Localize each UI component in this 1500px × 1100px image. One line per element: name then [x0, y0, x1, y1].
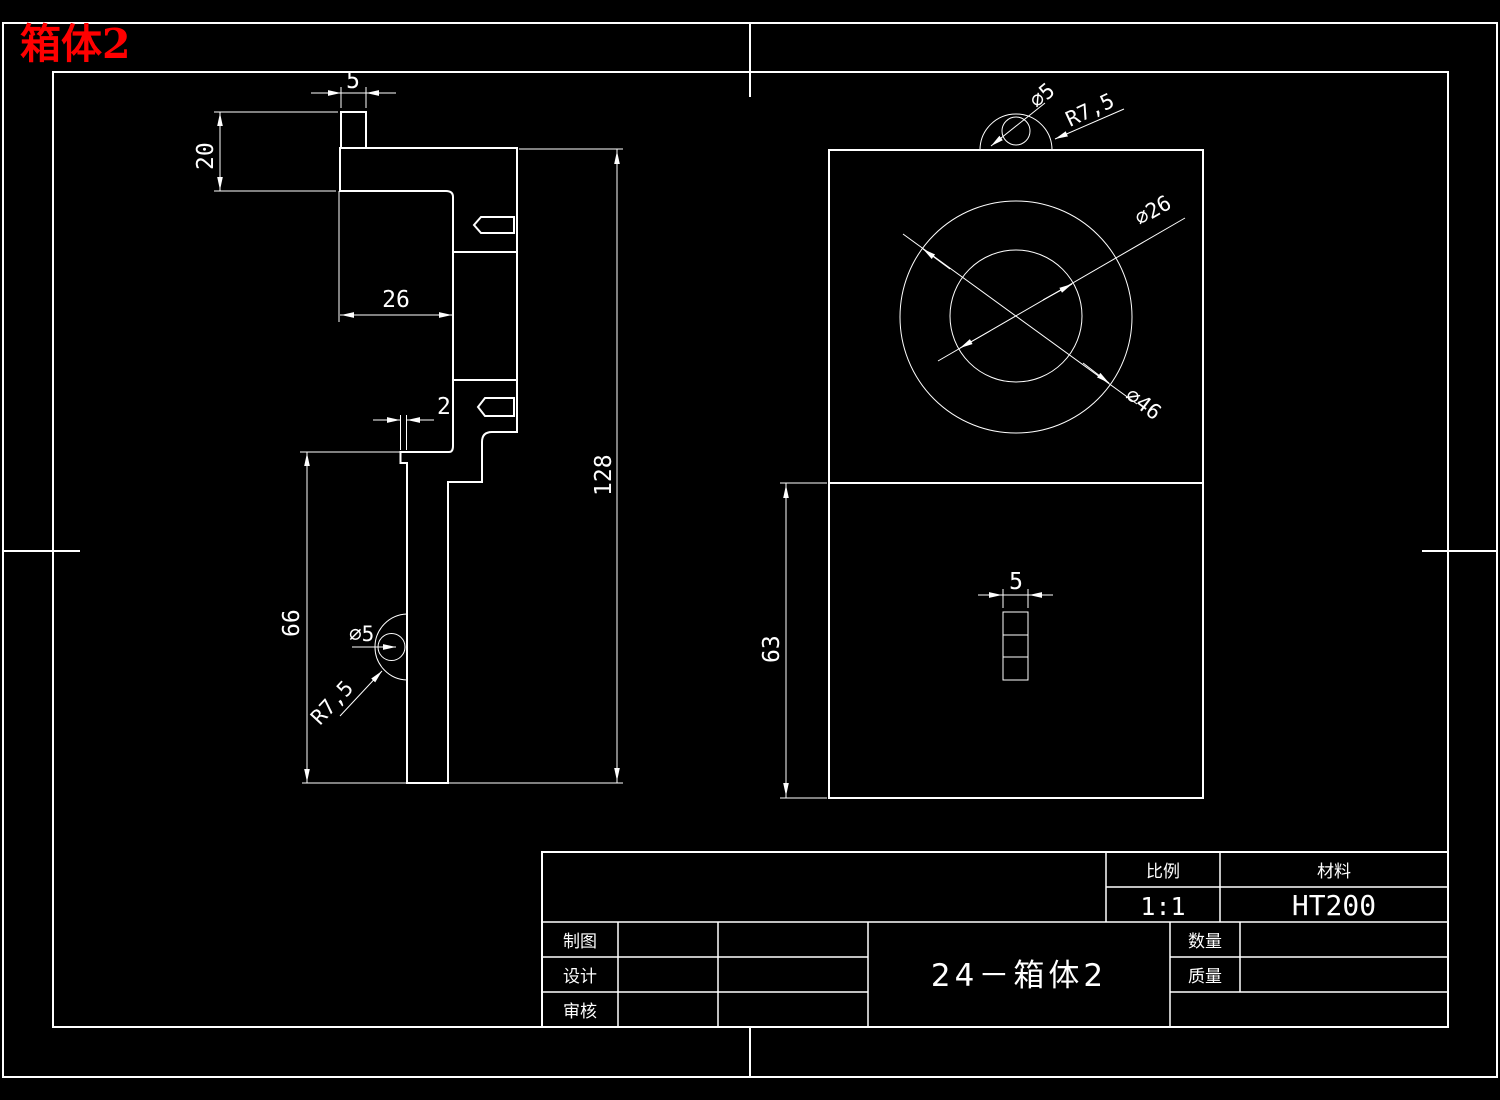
- part-name: 24－箱体2: [931, 958, 1107, 994]
- section-view: 5 20 26 2: [193, 68, 623, 784]
- svg-text:128: 128: [591, 454, 617, 496]
- top-hole-circle: [1001, 116, 1031, 146]
- outer-border: [2, 22, 1498, 1078]
- dim-flange-height: 20: [193, 111, 338, 192]
- material-value: HT200: [1292, 889, 1376, 922]
- dim-wall-height: 66: [279, 451, 400, 783]
- svg-text:63: 63: [759, 635, 785, 663]
- leader-boss-radius: R7,5: [306, 670, 383, 729]
- drafted-label: 制图: [563, 932, 597, 952]
- svg-text:5: 5: [346, 68, 360, 94]
- sheet-frame: [2, 22, 1498, 1078]
- outer-bore-circle: [899, 200, 1133, 434]
- svg-text:⌀26: ⌀26: [1131, 191, 1176, 231]
- dim-bore-dia: ⌀26: [937, 191, 1186, 362]
- drawing-title: 箱体2: [20, 20, 131, 68]
- front-view: ⌀26 ⌀46 ⌀5 R7,5 63: [759, 78, 1204, 799]
- svg-text:⌀5: ⌀5: [349, 622, 374, 646]
- inner-border: [52, 71, 1449, 1028]
- section-top-tab: [340, 111, 367, 149]
- leader-hole-dia: ⌀5: [349, 622, 396, 650]
- mass-label: 质量: [1188, 967, 1222, 987]
- dim-lip-width: 2: [373, 394, 451, 450]
- section-flange: [339, 147, 518, 253]
- front-slot: [1002, 611, 1029, 681]
- dim-tab-width: 5: [311, 68, 396, 108]
- svg-text:2: 2: [437, 394, 451, 420]
- dim-total-height: 128: [302, 148, 623, 784]
- dim-slot-width: 5: [978, 569, 1053, 608]
- svg-text:20: 20: [193, 142, 219, 170]
- dim-cavity-width: 26: [340, 287, 453, 318]
- svg-text:26: 26: [382, 287, 410, 313]
- dim-boss-dia: ⌀46: [902, 233, 1166, 425]
- svg-text:R7,5: R7,5: [1062, 88, 1118, 131]
- front-lower-outline: [828, 482, 1204, 799]
- svg-text:5: 5: [1009, 569, 1023, 595]
- svg-text:⌀5: ⌀5: [1025, 78, 1060, 113]
- section-lower-wall: [399, 379, 518, 784]
- quantity-label: 数量: [1188, 932, 1222, 952]
- svg-text:R7,5: R7,5: [306, 676, 358, 729]
- title-block: 比例 材料 1:1 HT200 制图 设计 审核 24－箱体2 数量 质量: [541, 851, 1449, 1028]
- scale-value: 1:1: [1140, 892, 1185, 921]
- reviewed-label: 审核: [563, 1002, 597, 1022]
- dim-lower-height: 63: [759, 482, 827, 799]
- top-boss-arc: [979, 113, 1053, 151]
- svg-text:⌀46: ⌀46: [1121, 383, 1166, 425]
- scale-label: 比例: [1146, 862, 1180, 882]
- material-label: 材料: [1317, 862, 1351, 882]
- designed-label: 设计: [563, 967, 597, 987]
- title-block-border: [541, 851, 1449, 1028]
- svg-text:66: 66: [279, 609, 305, 637]
- threaded-hole-lower: [476, 397, 515, 417]
- threaded-hole-upper: [472, 216, 515, 234]
- leader-top-boss: R7,5: [1054, 88, 1125, 140]
- inner-bore-circle: [949, 249, 1083, 383]
